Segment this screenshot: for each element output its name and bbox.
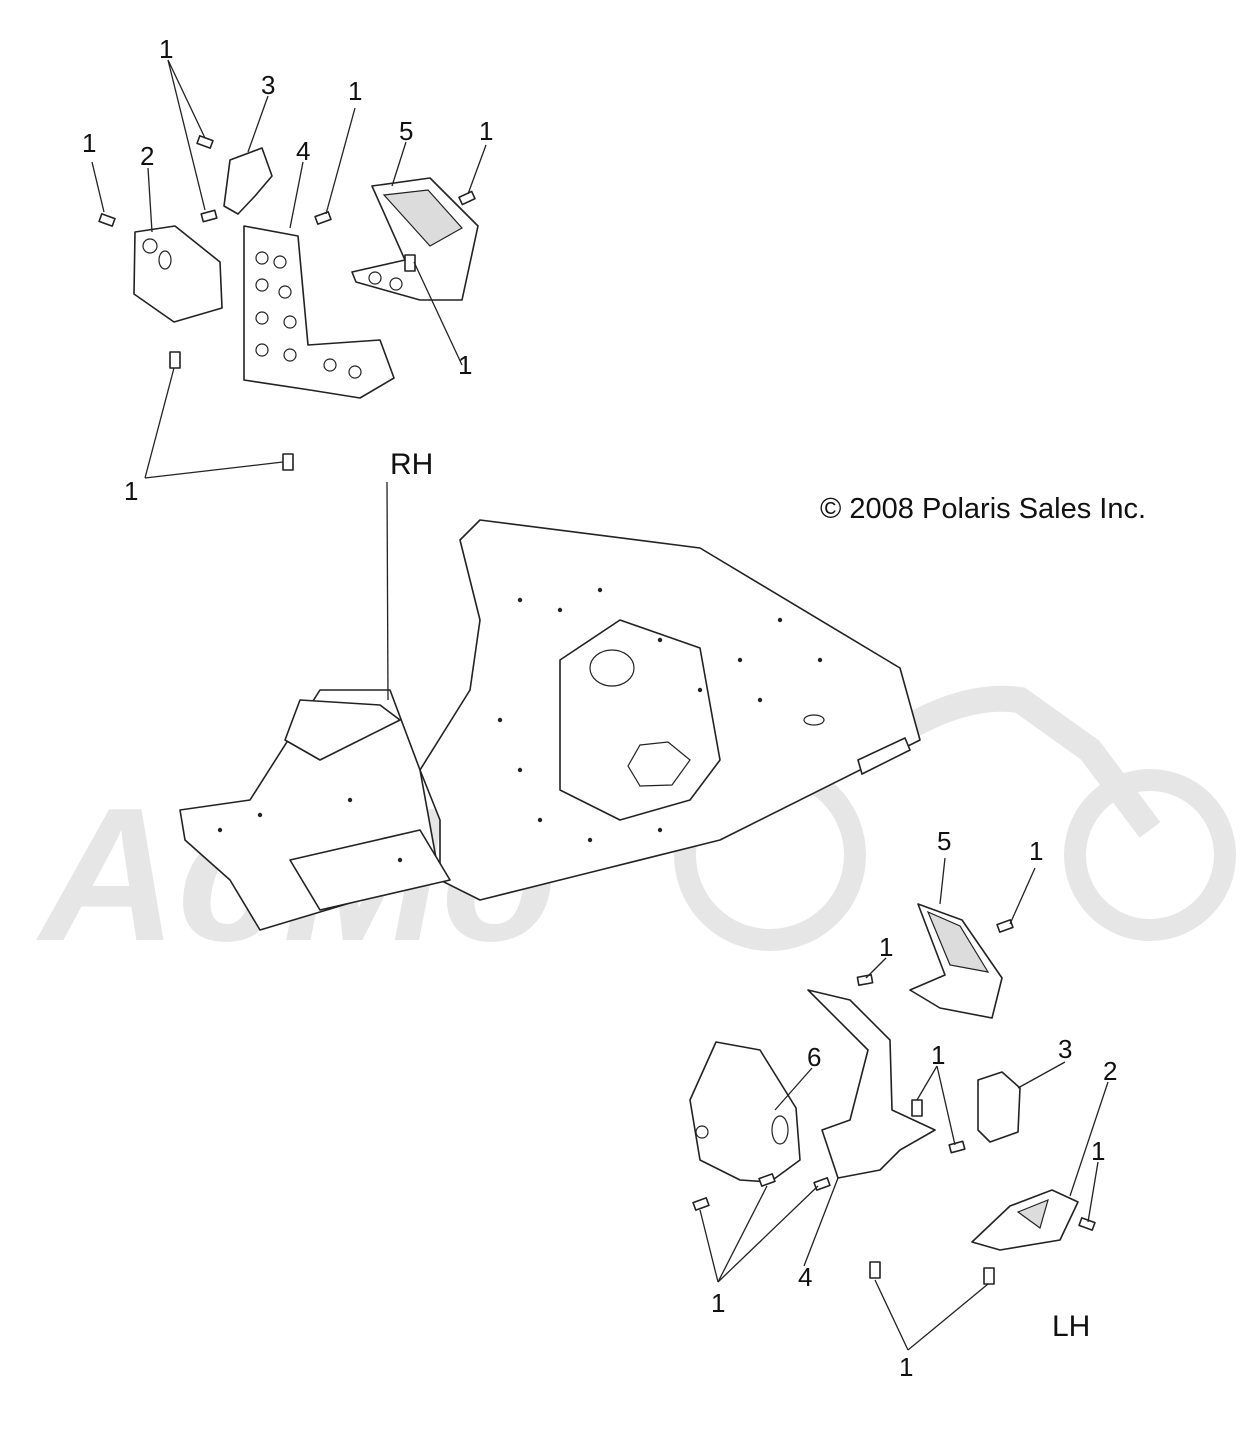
- label-lh: LH: [1052, 1310, 1090, 1343]
- rh-part-4-plate: [243, 225, 395, 399]
- callout-rh-1-c: 1: [348, 76, 362, 106]
- lh-part-6-plate: [689, 1041, 801, 1183]
- rh-part-5-shield: [351, 177, 479, 301]
- frame-holes: [217, 587, 823, 863]
- callout-lh-6: 6: [807, 1042, 821, 1072]
- chassis-frame: [179, 519, 921, 931]
- callout-lh-1-c: 1: [931, 1040, 945, 1070]
- label-rh: RH: [390, 448, 433, 481]
- frame-front-rail: [289, 829, 451, 911]
- rh-part-2-hole: [142, 238, 158, 254]
- lh-assembly: [689, 903, 1096, 1285]
- lh-part-2-bracket: [971, 1189, 1079, 1251]
- rh-part-5-hole-b: [389, 277, 403, 291]
- callout-rh-1-d: 1: [479, 116, 493, 146]
- rh-callouts: 1 1 2 3 4 1 5 1 1 1: [82, 34, 493, 506]
- lh-part-4-plate: [807, 989, 936, 1179]
- lh-part-5-panel: [926, 910, 990, 973]
- callout-rh-3: 3: [261, 70, 275, 100]
- frame-grommet: [803, 714, 825, 726]
- callout-lh-4: 4: [798, 1262, 812, 1292]
- rh-rivets: [98, 135, 476, 471]
- rh-part-5-panel: [382, 189, 463, 247]
- lh-part-2-cutout: [1016, 1198, 1049, 1229]
- callout-rh-1-b: 1: [82, 128, 96, 158]
- lh-callouts: 5 1 1 1 3 2 1 6 4 1 1: [711, 826, 1117, 1382]
- lh-part-6-hole-a: [695, 1125, 709, 1139]
- callout-rh-1-e: 1: [458, 350, 472, 380]
- callout-lh-2: 2: [1103, 1056, 1117, 1086]
- rh-assembly: [98, 135, 479, 471]
- callout-lh-1-b: 1: [879, 932, 893, 962]
- lh-part-3-bracket: [977, 1071, 1021, 1143]
- watermark-wheel-rear: [1064, 769, 1236, 941]
- frame-motor-mount: [284, 699, 401, 761]
- callout-lh-5: 5: [937, 826, 951, 856]
- rh-part-5-hole-a: [368, 271, 382, 285]
- callout-lh-1-a: 1: [1029, 836, 1043, 866]
- rh-part-4-holes: [255, 251, 362, 379]
- lh-part-6-slot: [771, 1115, 789, 1145]
- callout-rh-1-a: 1: [159, 34, 173, 64]
- copyright-notice: © 2008 Polaris Sales Inc.: [820, 493, 1146, 525]
- callout-lh-1-e: 1: [711, 1288, 725, 1318]
- callout-lh-1-d: 1: [1091, 1136, 1105, 1166]
- callout-rh-5: 5: [399, 116, 413, 146]
- frame-panel-cutout: [627, 741, 691, 787]
- callout-lh-1-f: 1: [899, 1352, 913, 1382]
- frame-foot-grip: [857, 737, 911, 775]
- callout-lh-3: 3: [1058, 1034, 1072, 1064]
- frame-panel-hole: [589, 649, 635, 687]
- lh-rivets: [692, 919, 1096, 1285]
- callout-rh-2: 2: [140, 141, 154, 171]
- rh-part-2-slot: [158, 250, 172, 270]
- callout-rh-4: 4: [296, 136, 310, 166]
- callout-rh-1-f: 1: [124, 476, 138, 506]
- frame-side-panel: [559, 619, 721, 821]
- leader-lines: [91, 59, 1109, 1351]
- rh-part-3-bracket: [223, 147, 273, 215]
